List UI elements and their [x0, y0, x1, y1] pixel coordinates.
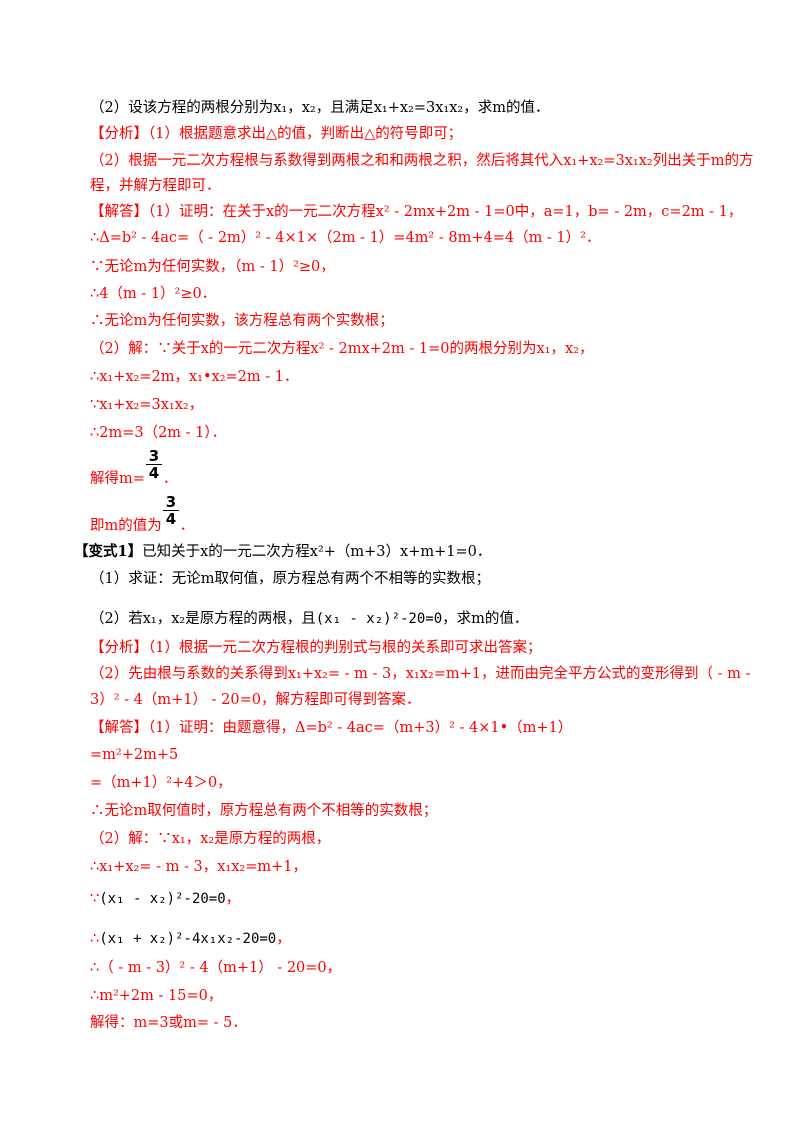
- solution2-line2: =m²+2m+5: [90, 747, 179, 763]
- analysis-tag: 【分析】: [90, 640, 148, 656]
- solution2-line1: 【解答】（1）证明：由题意得，Δ=b² - 4ac=（m+3）² - 4×1•（…: [90, 718, 740, 738]
- analysis2-line2: （2）先由根与系数的关系得到x₁+x₂= - m - 3，x₁x₂=m+1，进而…: [90, 666, 751, 682]
- punct: ，: [276, 931, 291, 947]
- solution1-line9: ∴2m=3（2m - 1）．: [90, 425, 227, 441]
- solution1-line4: ∴4（m - 1）²≥0．: [90, 286, 217, 302]
- solution2-line3: =（m+1）²+4＞0，: [90, 775, 232, 791]
- solution-tag: 【解答】: [90, 204, 148, 220]
- solution1-line2: ∴Δ=b² - 4ac=（ - 2m）² - 4×1×（2m - 1）=4m² …: [90, 230, 601, 246]
- variant1-q1: （1）求证：无论m取何值，原方程总有两个不相等的实数根；: [90, 571, 490, 587]
- solution1-line1: 【解答】（1）证明：在关于x的一元二次方程x² - 2mx+2m - 1=0中，…: [90, 202, 743, 222]
- solution1-line3: ∵无论m为任何实数，（m - 1）²≥0，: [90, 259, 335, 275]
- equation-image: (x₁ - x₂)²-20=0: [315, 611, 443, 627]
- fraction-numerator: 3: [146, 448, 162, 465]
- analysis1-line1: 【分析】（1）根据题意求出△的值，判断出△的符号即可；: [90, 124, 740, 144]
- solution-text: （1）证明：由题意得，Δ=b² - 4ac=（m+3）² - 4×1•（m+1）: [148, 720, 573, 736]
- solution2-line9: ∴（ - m - 3）² - 4（m+1） - 20=0，: [90, 960, 342, 976]
- solution2-line5: （2）解：∵x₁，x₂是原方程的两根，: [90, 831, 331, 847]
- analysis1-line2: （2）根据一元二次方程根与系数得到两根之和和两根之积，然后将其代入x₁+x₂=3…: [90, 153, 754, 169]
- result-punct: ．: [162, 471, 178, 487]
- analysis-tag: 【分析】: [90, 126, 148, 142]
- result-text: 解得m=: [90, 471, 145, 487]
- equation-image: (x₁ - x₂)²-20=0: [99, 891, 226, 907]
- analysis-text: （1）根据一元二次方程根的判别式与根的关系即可求出答案；: [148, 640, 542, 656]
- punct: ，: [225, 891, 241, 907]
- solution-tag: 【解答】: [90, 720, 148, 736]
- result-text: 即m的值为: [90, 518, 162, 534]
- problem-part2: （2）设该方程的两根分别为x₁，x₂，且满足x₁+x₂=3x₁x₂，求m的值．: [90, 100, 550, 116]
- solution1-line6: （2）解：∵关于x的一元二次方程x² - 2mx+2m - 1=0的两根分别为x…: [90, 341, 594, 357]
- solution-text: （1）证明：在关于x的一元二次方程x² - 2mx+2m - 1=0中，a=1，…: [148, 204, 743, 220]
- fraction-three-quarters: 3 4: [163, 494, 179, 527]
- solution2-line7: ∵(x₁ - x₂)²-20=0，: [90, 889, 740, 909]
- result-punct: ．: [179, 518, 195, 534]
- therefore-symbol: ∴: [90, 931, 100, 947]
- equation-image: (x₁ + x₂)²-4x₁x₂-20=0: [99, 931, 277, 947]
- solution1-line7: ∴x₁+x₂=2m，x₁•x₂=2m - 1．: [90, 369, 299, 385]
- q2-text-end: ，求m的值．: [442, 611, 529, 627]
- fraction-numerator: 3: [163, 494, 179, 511]
- analysis1-line3: 程，并解方程即可．: [90, 178, 221, 194]
- solution2-line6: ∴x₁+x₂= - m - 3，x₁x₂=m+1，: [90, 859, 307, 875]
- analysis-text: （1）根据题意求出△的值，判断出△的符号即可；: [148, 126, 463, 142]
- variant-stem-text: 已知关于x的一元二次方程x²+（m+3）x+m+1=0．: [142, 544, 492, 560]
- variant1-stem: 【变式1】已知关于x的一元二次方程x²+（m+3）x+m+1=0．: [74, 542, 740, 562]
- fraction-denominator: 4: [165, 510, 177, 528]
- solution2-line8: ∴(x₁ + x₂)²-4x₁x₂-20=0，: [90, 929, 740, 949]
- variant-tag: 【变式1】: [74, 543, 143, 560]
- solution1-line11: 即m的值为 ．: [90, 516, 740, 536]
- analysis2-line1: 【分析】（1）根据一元二次方程根的判别式与根的关系即可求出答案；: [90, 638, 740, 658]
- analysis2-line3: 3）² - 4（m+1） - 20=0，解方程即可得到答案．: [90, 692, 421, 708]
- solution1-line5: ∴无论m为任何实数，该方程总有两个实数根；: [90, 313, 394, 329]
- variant1-q2: （2）若x₁，x₂是原方程的两根，且(x₁ - x₂)²-20=0，求m的值．: [90, 609, 740, 629]
- solution1-line10: 解得m= ．: [90, 469, 740, 489]
- because-symbol: ∵: [90, 891, 100, 907]
- solution2-line11: 解得：m=3或m= - 5．: [90, 1015, 247, 1031]
- fraction-three-quarters: 3 4: [146, 448, 162, 481]
- q2-text: （2）若x₁，x₂是原方程的两根，且: [90, 611, 316, 627]
- solution1-line8: ∵x₁+x₂=3x₁x₂，: [90, 397, 204, 413]
- solution2-line4: ∴无论m取何值时，原方程总有两个不相等的实数根；: [90, 803, 438, 819]
- fraction-denominator: 4: [148, 464, 160, 482]
- solution2-line10: ∴m²+2m - 15=0，: [90, 988, 223, 1004]
